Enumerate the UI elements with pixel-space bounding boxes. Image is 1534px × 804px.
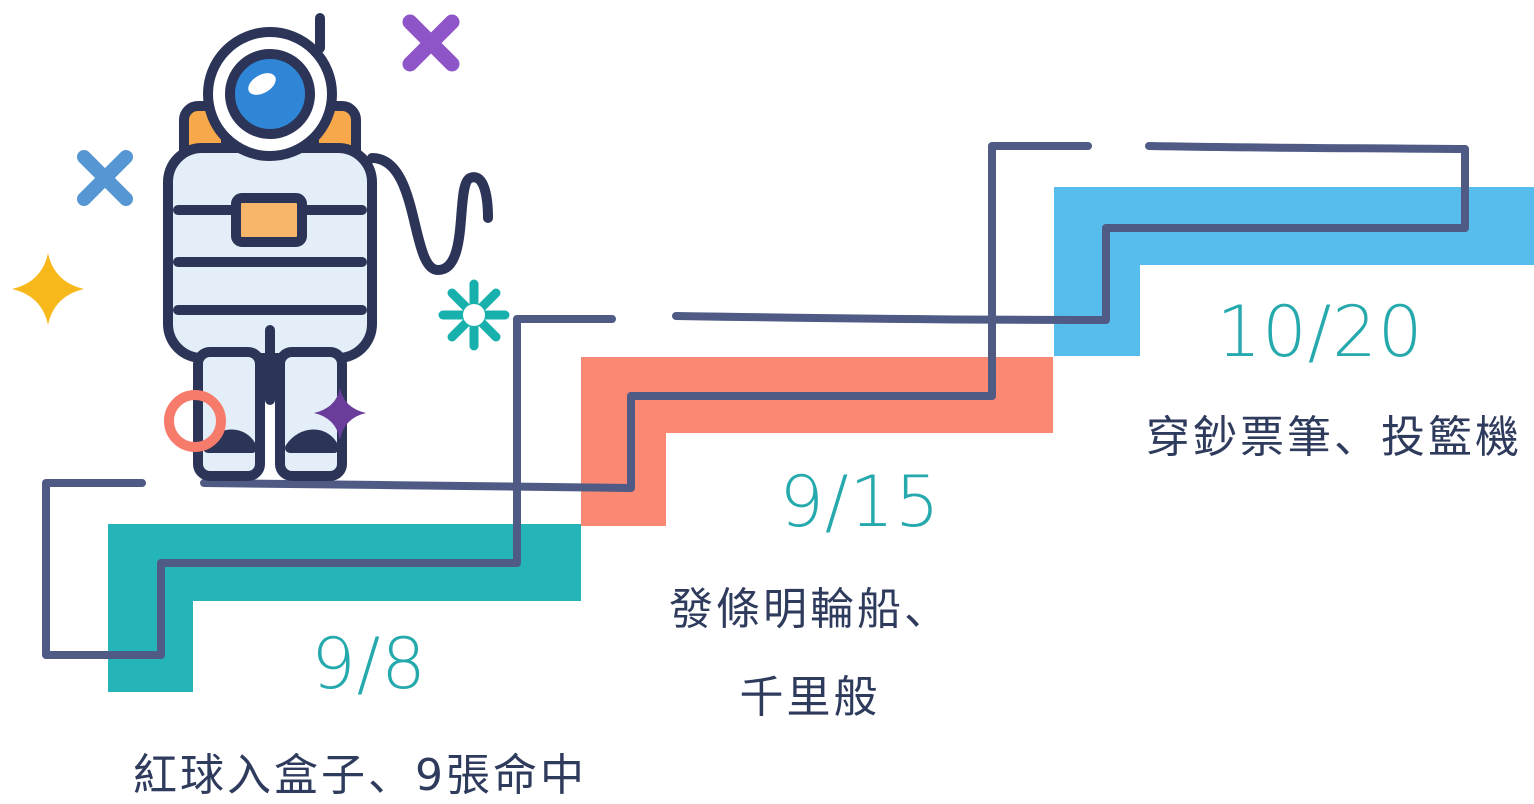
astronaut-icon: [163, 13, 493, 481]
step-1-date: 9/8: [311, 623, 427, 705]
purple-cross-icon: [402, 14, 460, 72]
step-2-description-line-1: 發條明輪船、: [669, 584, 951, 635]
blue-cross-icon: [77, 150, 133, 206]
step-2-description-line-2: 千里般: [739, 672, 881, 723]
step-1-description: 紅球入盒子、9張命中: [133, 750, 587, 801]
coral-ring-icon: [164, 390, 226, 452]
step-3-date: 10/20: [1216, 291, 1424, 373]
ground-line: [200, 142, 1092, 492]
violet-star-icon: [314, 388, 366, 440]
step-2-top-line: [672, 142, 1469, 324]
yellow-star-icon: [12, 253, 84, 325]
step-3-description: 穿鈔票筆、投籃機: [1146, 412, 1522, 463]
step-2-date: 9/15: [779, 461, 941, 543]
step-1-outline: [42, 315, 616, 659]
